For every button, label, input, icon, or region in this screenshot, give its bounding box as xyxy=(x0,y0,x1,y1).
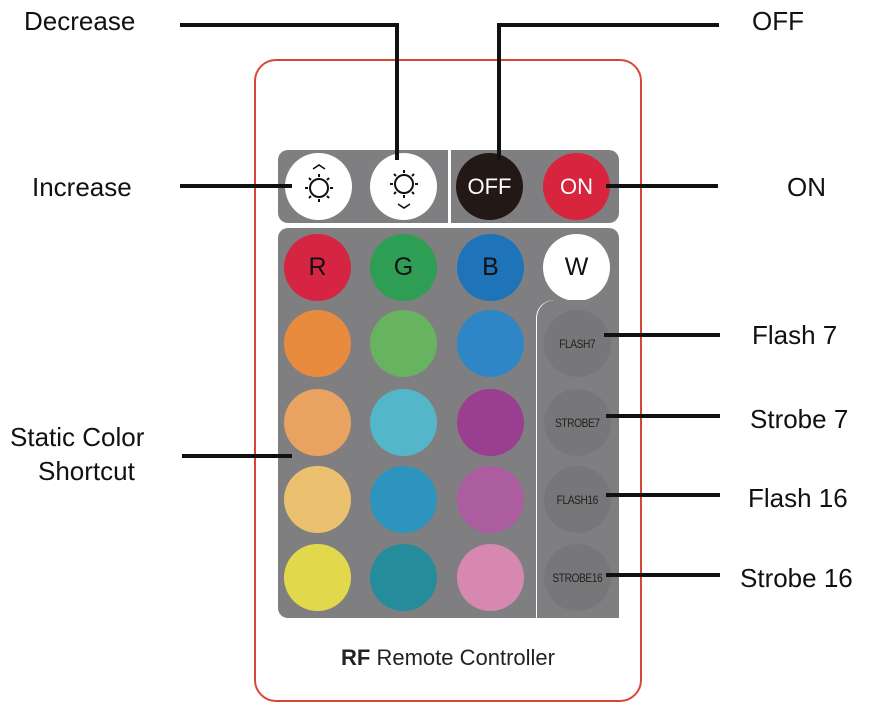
brightness-increase-button[interactable] xyxy=(285,153,352,220)
static-color-button[interactable] xyxy=(284,466,351,533)
leader-strobe7 xyxy=(606,414,720,418)
callout-increase: Increase xyxy=(32,172,132,202)
on-button-label: ON xyxy=(560,173,593,199)
blue-button[interactable]: B xyxy=(457,234,524,301)
leader-decrease-h xyxy=(180,23,398,27)
flash16-button[interactable]: FLASH16 xyxy=(544,466,611,533)
brightness-increase-icon xyxy=(304,163,333,202)
flash7-button-label: FLASH7 xyxy=(559,336,596,351)
callout-static-line1: Static Color xyxy=(10,422,145,452)
leader-flash7 xyxy=(604,333,720,337)
off-button-label: OFF xyxy=(467,173,512,199)
static-color-button[interactable] xyxy=(284,544,351,611)
on-button[interactable]: ON xyxy=(543,153,610,220)
white-button-label: W xyxy=(564,253,589,281)
callout-static-line2: Shortcut xyxy=(38,456,135,486)
leader-increase xyxy=(180,184,292,188)
callout-decrease: Decrease xyxy=(24,6,136,36)
leader-flash16 xyxy=(606,493,720,497)
strobe16-button-label: STROBE16 xyxy=(552,570,603,585)
static-color-button[interactable] xyxy=(284,389,351,456)
static-color-button[interactable] xyxy=(370,310,437,377)
remote-caption: RF Remote Controller xyxy=(254,645,642,671)
static-color-button[interactable] xyxy=(284,310,351,377)
brightness-decrease-icon xyxy=(389,169,418,209)
green-button[interactable]: G xyxy=(370,234,437,301)
callout-flash16: Flash 16 xyxy=(748,483,848,513)
leader-off-h xyxy=(497,23,719,27)
off-button[interactable]: OFF xyxy=(456,153,523,220)
blue-button-label: B xyxy=(482,253,499,281)
green-button-label: G xyxy=(393,253,414,281)
strobe16-button[interactable]: STROBE16 xyxy=(544,544,611,611)
flash16-button-label: FLASH16 xyxy=(556,492,599,507)
white-button[interactable]: W xyxy=(543,234,610,301)
strobe7-button-label: STROBE7 xyxy=(555,415,600,430)
callout-strobe16: Strobe 16 xyxy=(740,563,853,593)
strobe7-button[interactable]: STROBE7 xyxy=(544,389,611,456)
caption-brand: RF xyxy=(341,645,371,670)
static-color-button[interactable] xyxy=(457,389,524,456)
brightness-decrease-button[interactable] xyxy=(370,153,437,220)
static-color-button[interactable] xyxy=(370,544,437,611)
red-button[interactable]: R xyxy=(284,234,351,301)
static-color-button[interactable] xyxy=(457,310,524,377)
static-color-button[interactable] xyxy=(370,389,437,456)
leader-static xyxy=(182,454,292,458)
caption-rest: Remote Controller xyxy=(376,645,555,670)
red-button-label: R xyxy=(308,253,327,281)
static-color-button[interactable] xyxy=(457,466,524,533)
leader-on xyxy=(606,184,718,188)
static-color-button[interactable] xyxy=(457,544,524,611)
callout-flash7: Flash 7 xyxy=(752,320,838,350)
static-color-button[interactable] xyxy=(370,466,437,533)
callout-off: OFF xyxy=(752,6,804,36)
callout-strobe7: Strobe 7 xyxy=(750,404,849,434)
flash7-button[interactable]: FLASH7 xyxy=(544,310,611,377)
leader-decrease-v xyxy=(395,23,399,160)
leader-strobe16 xyxy=(606,573,720,577)
leader-off-v xyxy=(497,23,501,160)
callout-on: ON xyxy=(787,172,826,202)
